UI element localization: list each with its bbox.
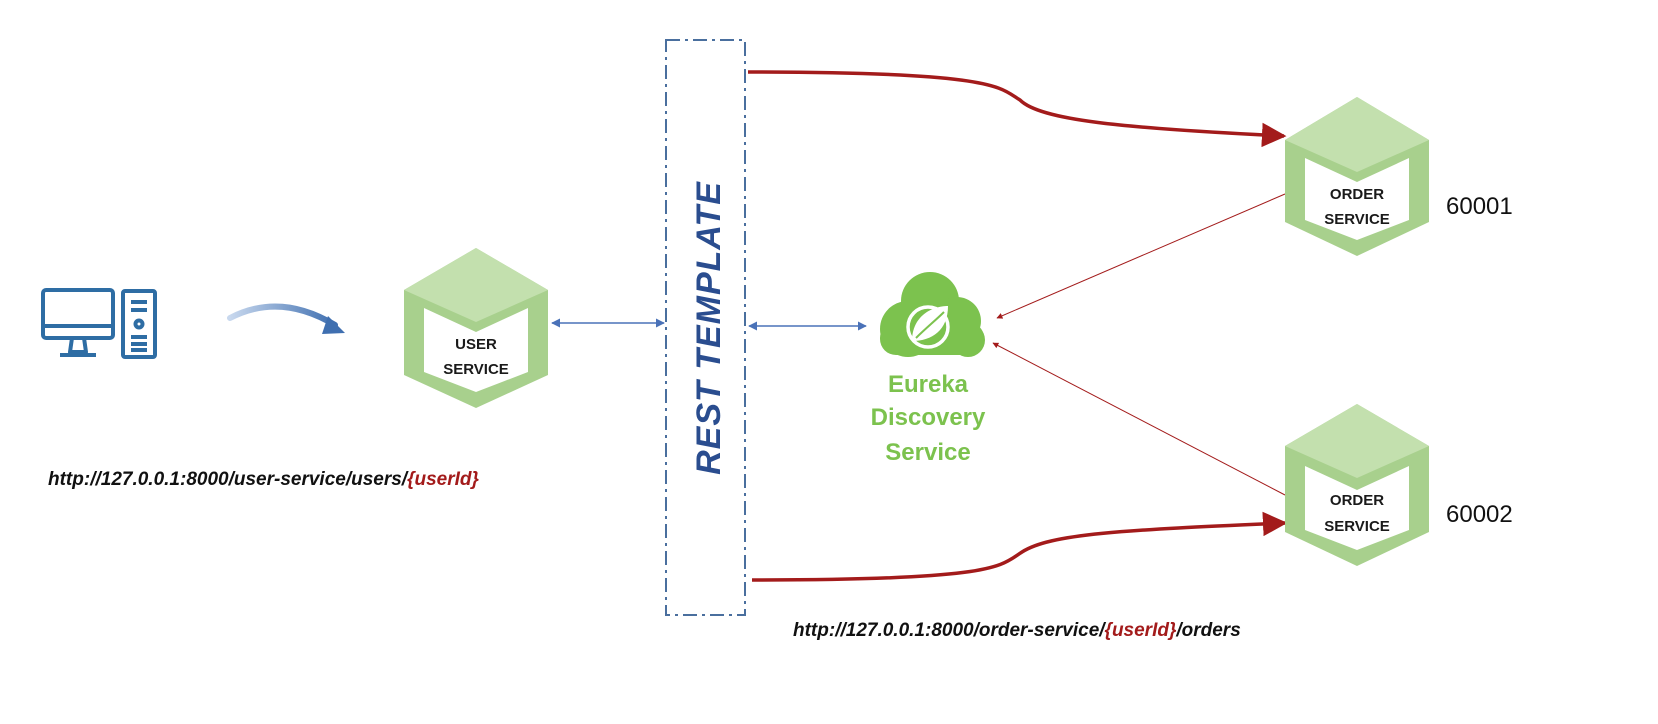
order-service-1-label-line1: ORDER bbox=[1330, 186, 1384, 203]
eureka-discovery-label: Eureka Discovery Service bbox=[871, 371, 986, 466]
user-service-label-line2: SERVICE bbox=[443, 361, 509, 378]
order-service-2-port: 60002 bbox=[1446, 501, 1513, 528]
user-url-param: {userId} bbox=[407, 469, 479, 490]
rest-to-order2-arrow bbox=[751, 511, 1288, 582]
order-service-2-label-line1: ORDER bbox=[1330, 492, 1384, 509]
order-service-1-hexagon[interactable]: ORDER SERVICE bbox=[1285, 97, 1429, 256]
order-service-1-label-line2: SERVICE bbox=[1324, 211, 1390, 228]
user-service-hexagon[interactable]: USER SERVICE bbox=[404, 248, 548, 408]
order1-register-arrow bbox=[996, 193, 1286, 319]
eureka-label-line1: Eureka bbox=[888, 371, 969, 398]
spring-leaf-cloud-icon bbox=[880, 272, 985, 357]
rest-to-order1-arrow bbox=[747, 70, 1287, 148]
order-service-2-hexagon[interactable]: ORDER SERVICE bbox=[1285, 404, 1429, 566]
rest-template-box[interactable]: REST TEMPLATE bbox=[665, 39, 746, 616]
user-url-prefix: http://127.0.0.1:8000/user-service/users… bbox=[48, 469, 409, 490]
order-service-2-label-line2: SERVICE bbox=[1324, 518, 1390, 535]
order-service-1-port: 60001 bbox=[1446, 193, 1513, 220]
eureka-label-line2: Discovery bbox=[871, 404, 986, 431]
order-url-suffix: /orders bbox=[1175, 620, 1240, 641]
order-url-param: {userId} bbox=[1105, 620, 1177, 641]
order-url-prefix: http://127.0.0.1:8000/order-service/ bbox=[793, 620, 1106, 641]
request-swoosh-arrow bbox=[227, 303, 345, 334]
user-service-label-line1: USER bbox=[455, 336, 497, 353]
order2-register-arrow bbox=[992, 342, 1286, 496]
eureka-label-line3: Service bbox=[885, 439, 970, 466]
order-service-url: http://127.0.0.1:8000/order-service/{use… bbox=[793, 620, 1241, 641]
user-service-url: http://127.0.0.1:8000/user-service/users… bbox=[48, 469, 480, 490]
rest-template-label: REST TEMPLATE bbox=[690, 181, 728, 475]
desktop-computer-icon bbox=[41, 288, 157, 359]
